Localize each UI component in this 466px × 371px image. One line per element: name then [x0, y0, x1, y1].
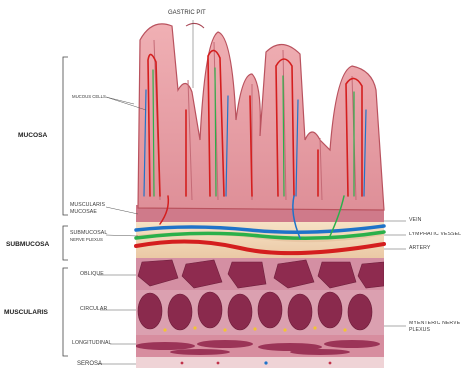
myenteric-label-1: MYENTERIC NERVE	[409, 321, 465, 326]
layer-brackets	[63, 57, 68, 356]
muscularis-label: MUSCULARIS	[4, 310, 48, 317]
mucosa-label: MUCOSA	[18, 133, 47, 140]
gastric-pit-label: GASTRIC PIT	[168, 10, 206, 16]
mucous-cells-label: MUCOUS CELLS	[72, 95, 106, 100]
mucosa-bracket	[63, 57, 68, 215]
serosa-label: SEROSA	[77, 361, 102, 367]
muscularis-mucosae-label-1: MUSCULARIS	[70, 203, 105, 208]
oblique-label: OBLIQUE	[80, 272, 104, 277]
muscularis-mucosae-label-2: MUCOSAE	[70, 210, 97, 215]
submucosa-label: SUBMUCOSA	[6, 242, 49, 249]
artery-label: ARTERY	[409, 246, 430, 251]
muscularis-bracket	[63, 268, 68, 356]
serosa-layer	[136, 357, 384, 368]
submucosa-bracket	[63, 226, 68, 260]
circular-label: CIRCULAR	[80, 307, 107, 312]
vein-label: VEIN	[409, 218, 422, 223]
lymphatic-vessel-label: LYMPHATIC VESSEL	[409, 232, 465, 237]
myenteric-label-2: PLEXUS	[409, 328, 430, 333]
submucosal-label-2: NERVE PLEXUS	[70, 238, 103, 243]
submucosal-label-1: SUBMUCOSAL	[70, 231, 107, 236]
longitudinal-label: LONGITUDINAL	[72, 341, 112, 346]
